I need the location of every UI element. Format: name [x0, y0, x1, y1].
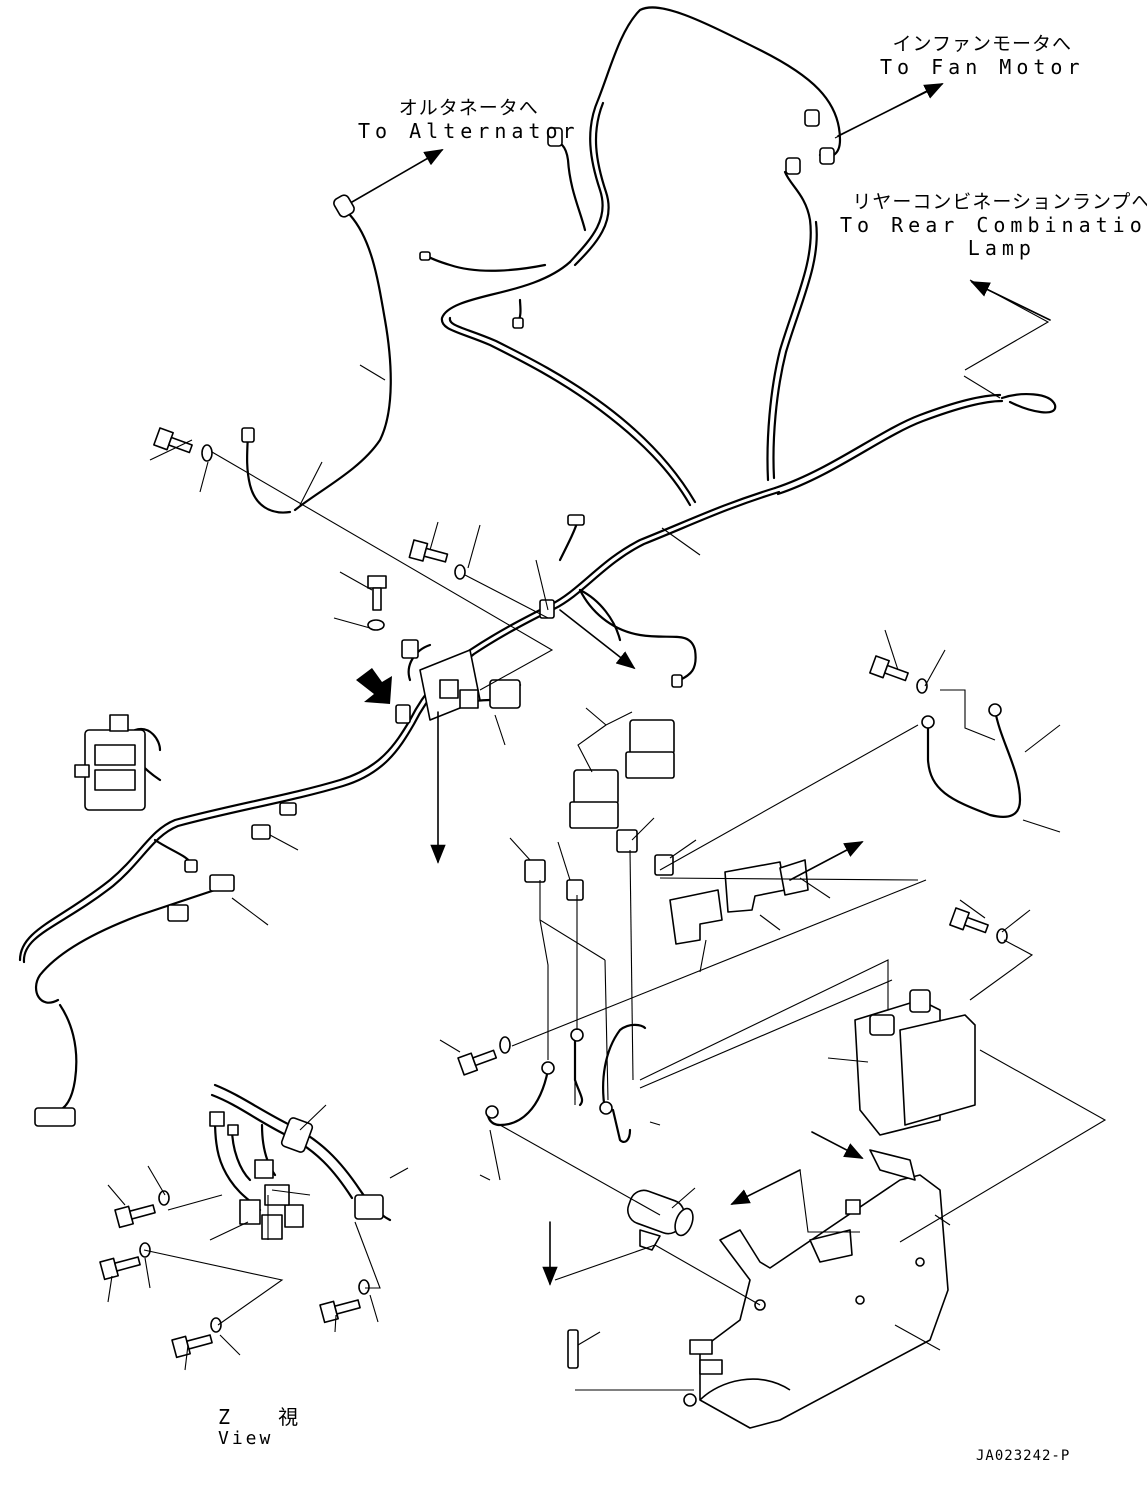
- label-fan-motor-en: To Fan Motor: [880, 54, 1085, 79]
- relays: [569, 719, 675, 829]
- main-harness: [18, 6, 1057, 1114]
- label-alternator-jp: オルタネータへ: [398, 97, 539, 119]
- label-fan-motor-jp: インファンモータへ: [892, 33, 1072, 55]
- central-connector-cluster: [419, 649, 521, 721]
- mounting-bracket: [683, 1149, 949, 1429]
- label-alternator: オルタネータへ To Alternator: [358, 97, 580, 143]
- hardware: [153, 427, 1008, 1076]
- junction-block: [74, 714, 146, 811]
- label-z-view-en: View: [218, 1428, 274, 1449]
- leader-lines: [107, 83, 1107, 1391]
- label-z-view-jp: Z 視: [218, 1405, 317, 1429]
- z-view-inset: [99, 1083, 392, 1359]
- label-z-view: Z 視 View: [218, 1406, 316, 1450]
- view-z-arrow: [356, 668, 392, 704]
- battery-cables: [485, 703, 1022, 1144]
- label-rear-lamp-en: To Rear Combination: [840, 212, 1147, 237]
- direction-arrows: [351, 83, 1051, 1286]
- label-fan-motor: インファンモータへ To Fan Motor: [880, 33, 1085, 79]
- starter-relay: [854, 989, 976, 1136]
- label-rear-combination-lamp: リヤーコンビネーションランプへ To Rear Combination Lamp: [840, 191, 1147, 260]
- label-alternator-en: To Alternator: [358, 118, 580, 143]
- label-rear-lamp-jp: リヤーコンビネーションランプへ: [852, 191, 1147, 213]
- label-rear-lamp-en2: Lamp: [967, 235, 1036, 260]
- solenoid: [627, 1189, 694, 1251]
- drawing-code: JA023242-P: [976, 1448, 1071, 1464]
- connectors: [34, 109, 976, 1429]
